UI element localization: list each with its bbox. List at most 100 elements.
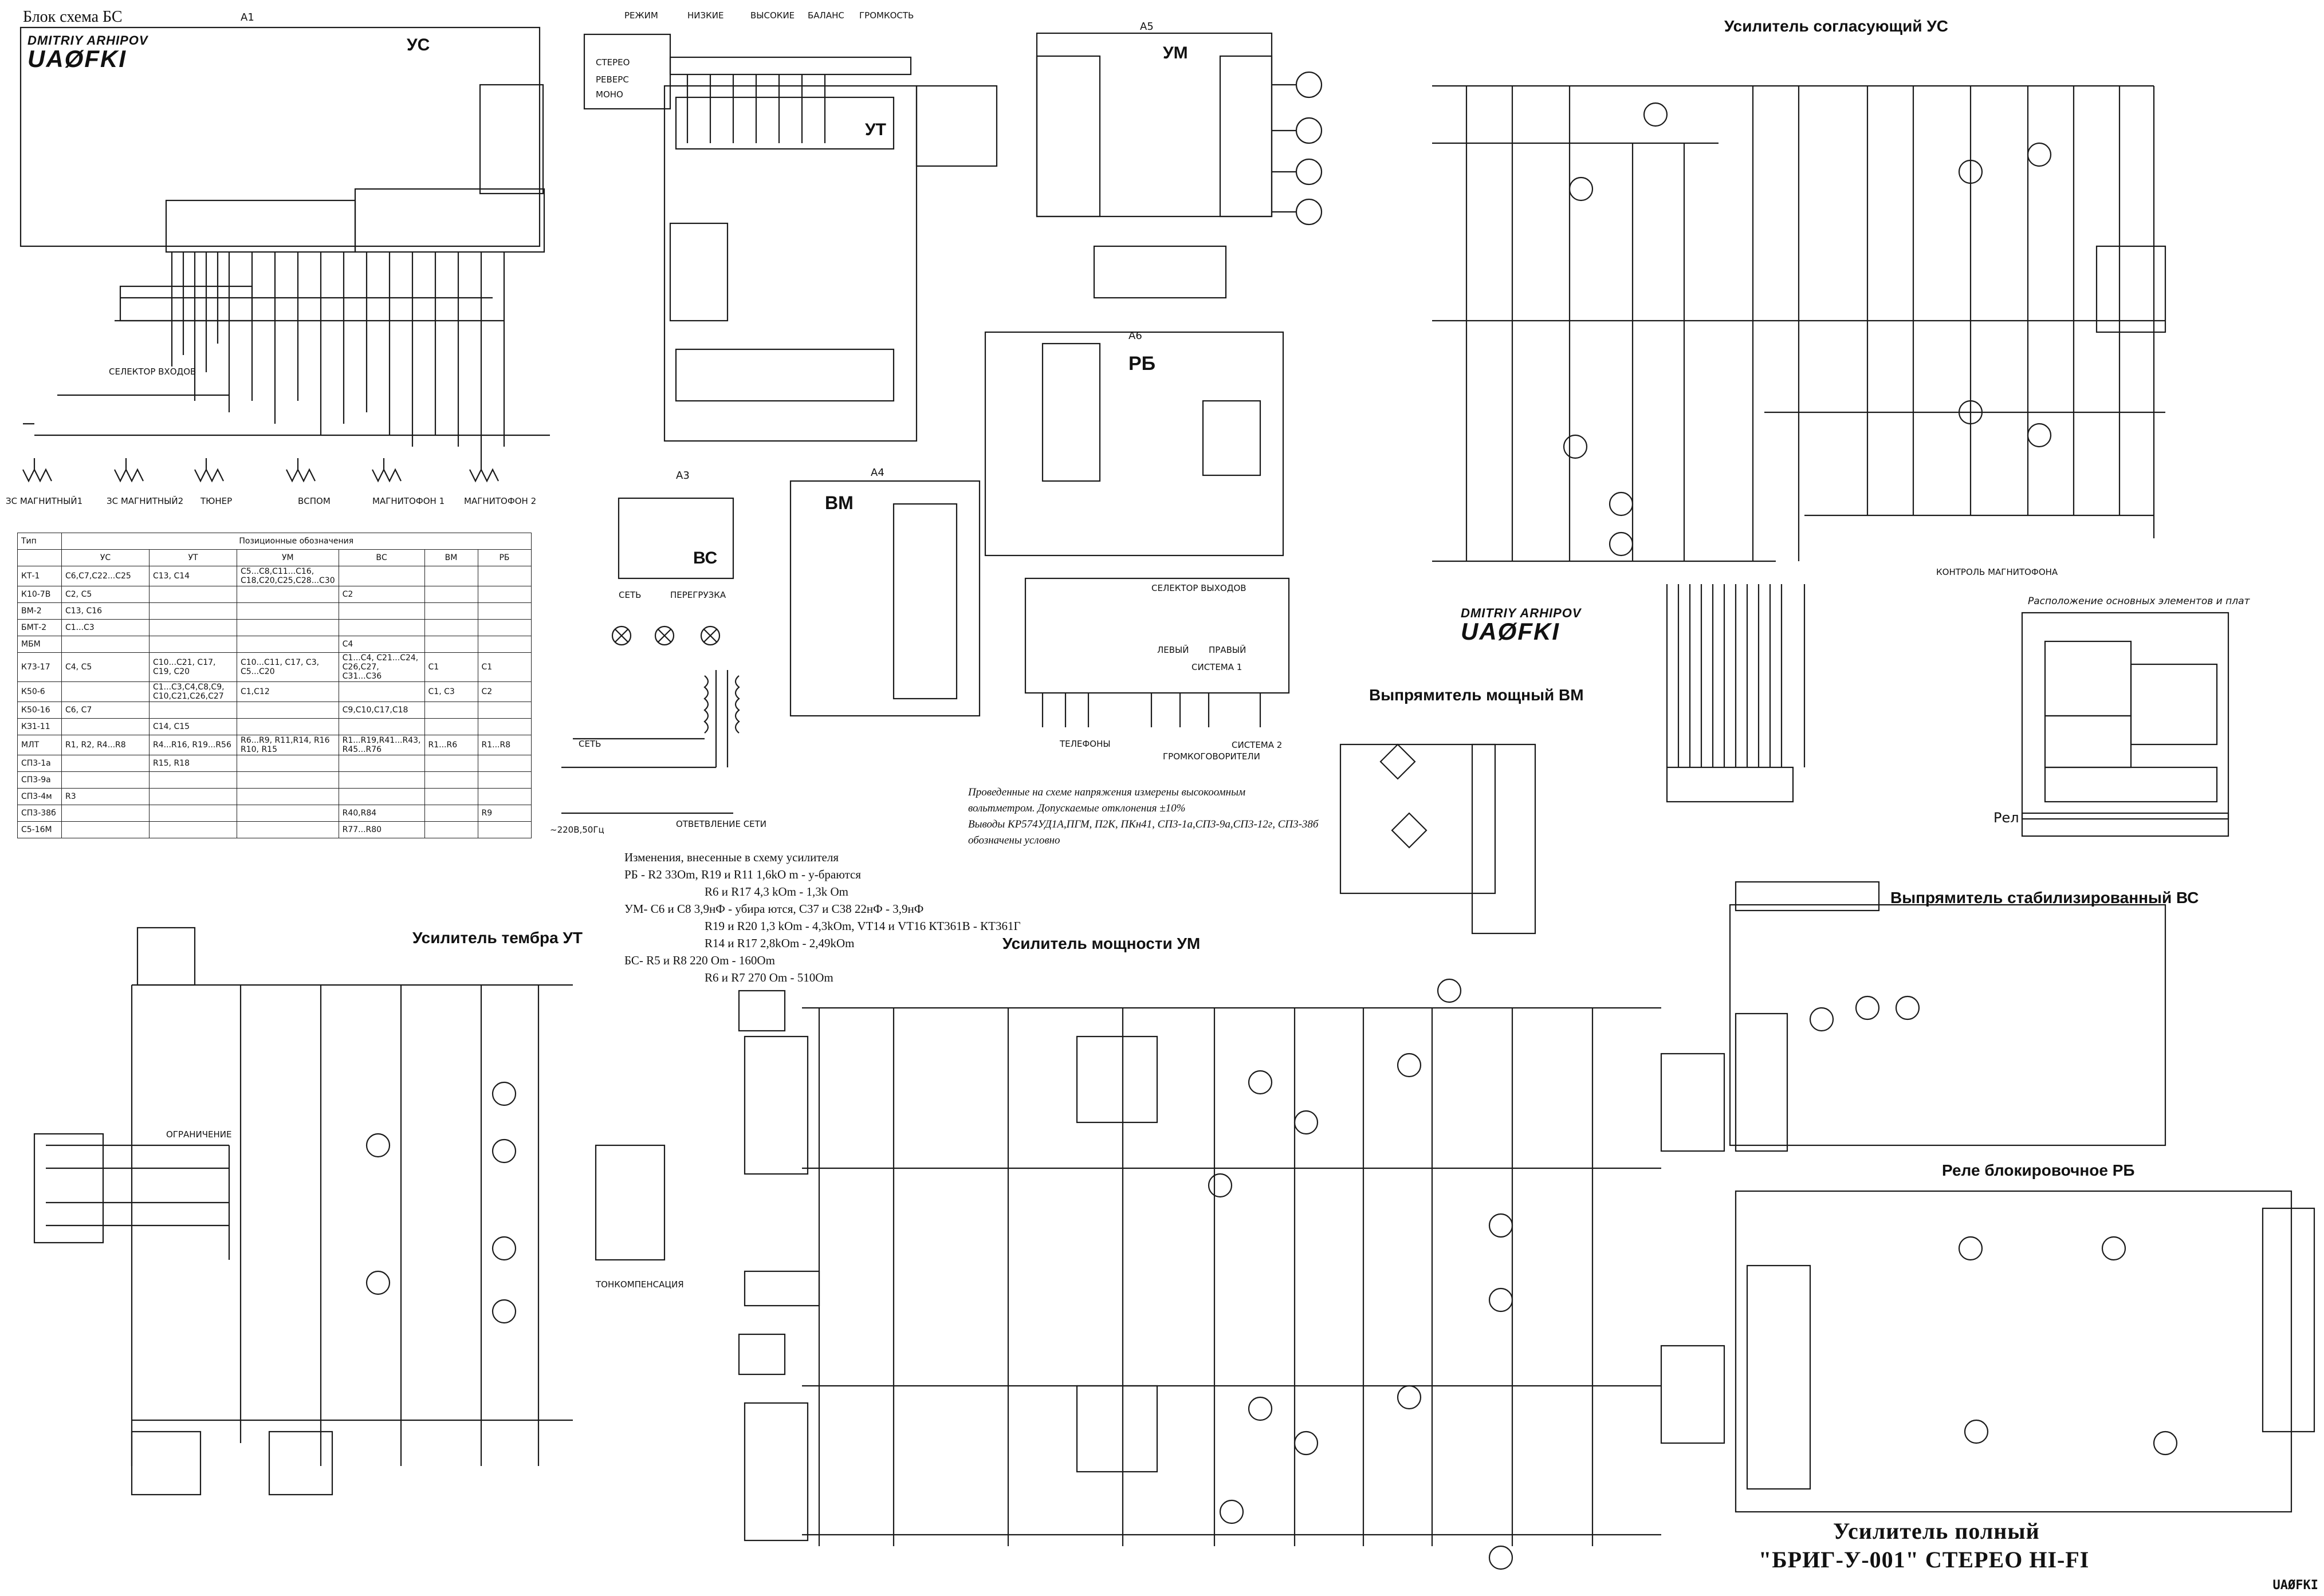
um-out-table-1	[1660, 1053, 1725, 1152]
vm-rectifier	[1339, 743, 1496, 894]
mode-reverse: РЕВЕРС	[596, 74, 629, 85]
table-cell	[149, 702, 237, 719]
table-cell	[237, 586, 339, 603]
table-cell	[477, 771, 532, 789]
block-vs-label: ВС	[693, 549, 718, 568]
input-label-3: ТЮНЕР	[200, 496, 233, 506]
block-rb-frame	[984, 331, 1284, 557]
sa1-switch	[119, 285, 253, 322]
table-cell	[149, 788, 237, 805]
table-row: СП3-9а	[17, 771, 532, 789]
layout-vm	[2044, 640, 2132, 717]
table-cell: ВМ-2	[17, 602, 62, 620]
table-cell: C1,C12	[237, 681, 339, 702]
table-cell	[477, 788, 532, 805]
table-cell: C14, C15	[149, 718, 237, 735]
table-cell	[61, 821, 150, 838]
table-cell	[61, 636, 150, 653]
mains-label: ~220В,50Гц	[550, 825, 604, 835]
table-cell	[338, 771, 425, 789]
changes-line: R6 и R17 4,3 kOm - 1,3k Om	[705, 885, 848, 899]
table-cell	[424, 771, 478, 789]
layout-vs	[2044, 715, 2132, 769]
table-cell	[424, 602, 478, 620]
limiter-label: ОГРАНИЧЕНИЕ	[166, 1129, 232, 1140]
vm-out-table	[1471, 743, 1536, 935]
table-cell: R9	[477, 805, 532, 822]
block-vm-frame	[789, 480, 981, 717]
table-cell	[61, 755, 150, 772]
input-label-2: ЗС МАГНИТНЫЙ2	[107, 496, 184, 506]
table-cell: C13, C14	[149, 566, 237, 586]
table-cell	[237, 702, 339, 719]
table-row: КЗ1-11 C14, C15	[17, 718, 532, 735]
note-line: Проведенные на схеме напряжения измерены…	[968, 786, 1246, 798]
table-header: УС	[61, 549, 150, 566]
table-cell	[477, 602, 532, 620]
table-header: РБ	[477, 549, 532, 566]
tonecomp-switch	[595, 1144, 666, 1261]
table-cell: C2	[338, 586, 425, 603]
um-in-table-1	[744, 1035, 809, 1175]
table-cell: R1...R19,R41...R43, R45...R76	[338, 735, 425, 755]
table-cell: R77...R80	[338, 821, 425, 838]
pot-strip-top	[669, 56, 912, 76]
table-cell	[149, 636, 237, 653]
left-label: ЛЕВЫЙ	[1157, 645, 1189, 655]
table-cell	[237, 805, 339, 822]
block-scheme-title: Блок схема БС	[23, 8, 123, 26]
um-bottom-connector	[1093, 245, 1227, 299]
table-cell: СП3-1а	[17, 755, 62, 772]
table-cell: К50-6	[17, 681, 62, 702]
um-right-table	[1219, 55, 1273, 218]
table-cell: C10...C11, C17, C3, C5...C20	[237, 652, 339, 682]
table-cell	[338, 602, 425, 620]
table-cell	[477, 718, 532, 735]
layout-title: Расположение основных элементов и плат	[2028, 596, 2250, 607]
block-vs-frame	[618, 497, 734, 580]
table-cell	[477, 619, 532, 636]
table-cell: R3	[61, 788, 150, 805]
table-cell: C9,C10,C17,C18	[338, 702, 425, 719]
table-cell	[237, 771, 339, 789]
table-cell	[149, 602, 237, 620]
table-header-row: Тип Позиционные обозначения	[17, 533, 532, 550]
layout-ut	[2044, 766, 2218, 803]
position-table: Тип Позиционные обозначения УС УТ УМ ВС …	[17, 533, 532, 838]
system2-label: СИСТЕМА 2	[1232, 740, 1283, 750]
us-right-table	[2095, 245, 2166, 333]
table-cell	[237, 788, 339, 805]
table-cell	[424, 718, 478, 735]
table-cell: C1...C3,C4,C8,C9, C10,C21,C26,C27	[149, 681, 237, 702]
changes-line: БС- R5 и R8 220 Om - 160Om	[624, 953, 775, 967]
table-cell: C4	[338, 636, 425, 653]
right-label: ПРАВЫЙ	[1209, 645, 1246, 655]
changes-line: R14 и R17 2,8kOm - 2,49kOm	[705, 936, 855, 950]
table-cell	[61, 805, 150, 822]
speakers-label: ГРОМКОГОВОРИТЕЛИ	[1163, 751, 1260, 762]
vs-side-table	[1735, 1012, 1788, 1152]
table-cell: C5...C8,C11...C16, C18,C20,C25,C28...C30	[237, 566, 339, 586]
title-line-1: Усилитель полный	[1833, 1518, 2040, 1544]
mode-label-2: НИЗКИЕ	[687, 10, 724, 21]
ut-bottom-table-1	[131, 1431, 202, 1496]
table-cell: КЗ1-11	[17, 718, 62, 735]
mode-label-3: ВЫСОКИЕ	[750, 10, 795, 21]
table-cell: C1	[477, 652, 532, 682]
table-cell: СП3-4м	[17, 788, 62, 805]
ut-top-connector	[675, 96, 895, 150]
stamp-call: UAØFKI	[27, 45, 127, 72]
table-cell: C1, C3	[424, 681, 478, 702]
us-connector-strip	[165, 199, 356, 253]
block-a5-label: A5	[1140, 21, 1154, 33]
bridge-vd	[915, 85, 998, 167]
output-transistors	[1272, 71, 1323, 226]
table-cell: К73-17	[17, 652, 62, 682]
output-selector	[1024, 577, 1290, 694]
table-cell: R15, R18	[149, 755, 237, 772]
table-cell	[149, 619, 237, 636]
